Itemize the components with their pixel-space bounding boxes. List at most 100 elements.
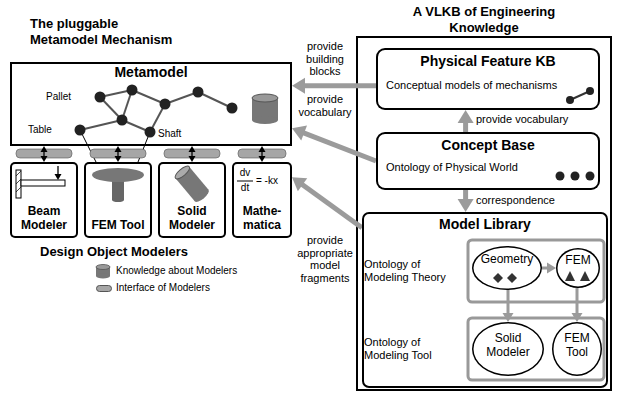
- ontology-band: Ontology of Modeling Tool Solid Modeler FE…: [364, 316, 604, 382]
- arrow-head: [547, 263, 556, 274]
- box-title: Physical Feature KB: [386, 53, 590, 70]
- legend-cylinder: [96, 274, 110, 279]
- section-title: Design Object Modelers: [40, 244, 260, 260]
- edge-label-box: provide vocabulary: [476, 113, 596, 126]
- flow-arrow: [292, 78, 376, 94]
- edge-label: provide appropriate model fragments: [297, 234, 353, 284]
- metamodel-graph: [127, 85, 138, 96]
- part-name: Shaft: [158, 128, 198, 140]
- flow-arrow: [572, 288, 583, 322]
- modeler-name: Beam Modeler: [13, 205, 75, 233]
- legend-cylinder: [96, 265, 110, 270]
- beam-icon: [16, 187, 21, 192]
- flow-arrow: [292, 177, 362, 228]
- modeler-box: Beam Modeler: [10, 162, 78, 238]
- arrow-head: [189, 146, 196, 152]
- mechanism-model-icon: [566, 96, 574, 104]
- database-cylinder: [252, 116, 278, 124]
- ellipse-label: Geometry: [472, 252, 542, 266]
- legend-text: Interface of Modelers: [116, 282, 210, 294]
- box-title: Concept Base: [386, 137, 590, 154]
- arrow-head: [189, 156, 196, 162]
- arrow-head: [115, 146, 122, 152]
- theory-ellipse: Geometry: [472, 246, 542, 290]
- modeler-box: Solid Modeler: [158, 162, 226, 238]
- tool-ellipse: Solid Modeler: [472, 322, 544, 376]
- box-title: Metamodel: [10, 62, 292, 81]
- ontology-band: Ontology of Modeling TheoryGeometryFEM: [364, 238, 604, 304]
- concept-dots: [556, 172, 565, 181]
- ellipse-label: FEM: [556, 253, 600, 267]
- box-title: Model Library: [362, 212, 608, 233]
- metamodel-graph: [75, 85, 238, 163]
- metamodel-graph: [75, 85, 238, 138]
- beam-icon: [16, 171, 21, 176]
- kb-box: Physical Feature KB Conceptual models of …: [376, 48, 600, 110]
- solid-icon: [173, 164, 191, 181]
- region-title: A VLKB of Engineering Knowledge: [396, 2, 572, 35]
- flow-arrow: [542, 263, 556, 274]
- database-cylinder: [252, 94, 278, 124]
- interface-bar: [16, 149, 286, 158]
- ellipse-label: Solid Modeler: [478, 332, 538, 360]
- formula-term: dv: [235, 167, 255, 179]
- flow-arrow: [458, 190, 474, 212]
- connector-line: [300, 183, 362, 228]
- section-title: The pluggable Metamodel Mechanism: [30, 16, 180, 47]
- legend-cylinder: [96, 265, 110, 279]
- connector-line: [302, 83, 376, 88]
- edge-label-box: correspondence: [476, 194, 596, 207]
- ellipse-label: FEM Tool: [556, 332, 598, 360]
- metamodel-graph: [117, 115, 128, 126]
- fem-triangles: [580, 271, 590, 281]
- fraction-line: [237, 181, 253, 182]
- part-name: Pallet: [46, 91, 86, 103]
- modeler-name: Mathe- matica: [235, 205, 289, 233]
- arrow-head: [458, 199, 474, 212]
- concept-dots: [556, 172, 595, 181]
- edge-label: correspondence: [476, 194, 555, 206]
- geometry-diamonds: [507, 273, 517, 283]
- modeler-box: FEM Tool: [84, 162, 152, 238]
- ontology-band: [468, 318, 604, 380]
- beam-icon: [16, 166, 65, 198]
- modeler-name: FEM Tool: [87, 219, 149, 233]
- mechanism-model-icon: [566, 87, 594, 104]
- fem-icon: [112, 198, 124, 202]
- geometry-diamonds: [493, 273, 503, 283]
- metamodel-graph: [193, 87, 204, 98]
- legend-text: Knowledge about Modelers: [116, 265, 237, 277]
- box-body: Ontology of Physical World: [386, 161, 590, 175]
- box-body: Conceptual models of mechanisms: [386, 79, 590, 93]
- arrow-head: [458, 110, 474, 123]
- arrow-head: [41, 156, 48, 162]
- double-arrow: [189, 146, 196, 162]
- flow-arrow: [458, 110, 474, 132]
- knowledge-base-frame: [357, 37, 611, 390]
- formula-term: = -kx: [256, 175, 290, 187]
- arrow-head: [292, 78, 305, 94]
- double-arrow: [115, 146, 122, 162]
- arrow-head: [259, 146, 266, 152]
- edge-label: provide vocabulary: [298, 93, 351, 118]
- ontology-band: [468, 240, 604, 302]
- solid-icon: [173, 164, 211, 204]
- edge-label-box: provide building blocks: [296, 40, 354, 78]
- metamodel-graph: [80, 120, 122, 130]
- beam-icon: [55, 174, 62, 180]
- fem-triangles: [565, 271, 590, 281]
- band-label: Ontology of Modeling Tool: [364, 336, 464, 362]
- database-cylinder: [252, 94, 278, 102]
- metamodel-graph: [160, 99, 171, 110]
- legend-swatch: [96, 285, 112, 292]
- knowledge-base-frame: [357, 37, 611, 390]
- fem-triangles: [565, 271, 575, 281]
- edge-label: provide building blocks: [306, 40, 344, 77]
- connector-line: [507, 290, 510, 315]
- fraction-line: [237, 181, 253, 182]
- arrow-head: [259, 156, 266, 162]
- modeler-name: Solid Modeler: [161, 205, 223, 233]
- concept-dots: [586, 172, 595, 181]
- double-arrow: [41, 146, 48, 162]
- theory-ellipse: FEM: [556, 248, 600, 288]
